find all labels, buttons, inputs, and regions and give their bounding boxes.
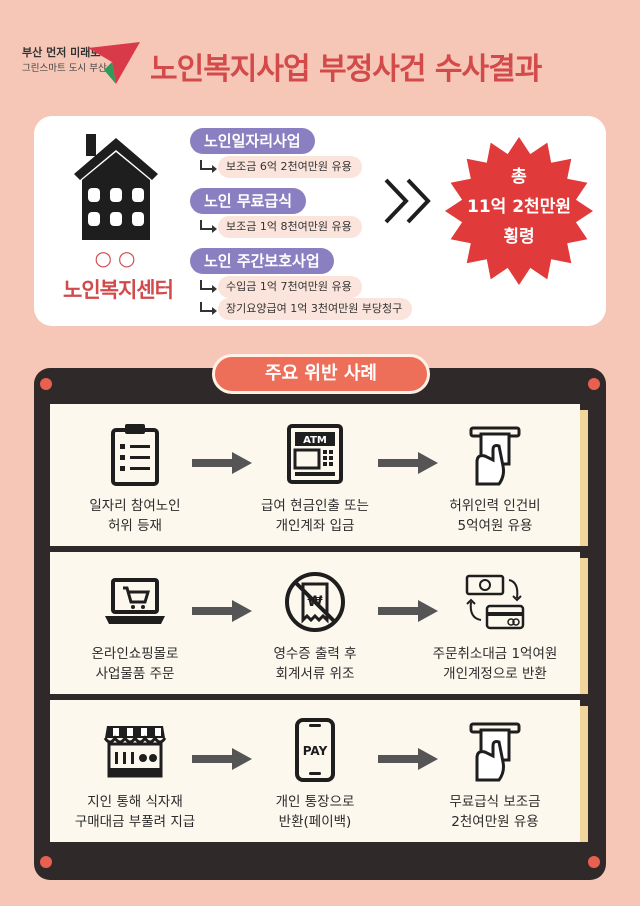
logo-line2: 그린스마트 도시 부산 [22, 63, 107, 74]
no-receipt-icon: ₩ [285, 572, 345, 632]
logo-swoosh-icon [88, 42, 140, 84]
case-step-line1: 온라인쇼핑몰로 [91, 646, 179, 662]
gray-arrow-icon [378, 600, 438, 622]
total-amount-badge: 총 11억 2천만원 횡령 [444, 162, 594, 252]
case-step-line2: 사업물품 주문 [95, 666, 175, 682]
case-step-line1: 급여 현금인출 또는 [261, 498, 369, 514]
corner-dot [588, 378, 600, 390]
center-name: 노인복지센터 [63, 278, 174, 302]
corner-dot [588, 856, 600, 868]
case-step-line1: 지인 통해 식자재 [87, 794, 183, 810]
cases-tab-title: 주요 위반 사례 [212, 354, 430, 394]
case-step-line2: 개인계좌 입금 [275, 518, 355, 534]
program-sub-meal: 보조금 1억 8천여만원 유용 [218, 216, 362, 238]
double-chevron-icon [384, 178, 431, 224]
program-label-job: 노인일자리사업 [190, 128, 315, 154]
sub-arrow-icon [200, 302, 217, 315]
total-line2: 11억 2천만원 [467, 197, 571, 217]
case-step-line2: 허위 등재 [108, 518, 162, 534]
case-step-line1: 허위인력 인건비 [449, 498, 541, 514]
market-stall-icon [103, 726, 167, 778]
cash-withdraw-icon [469, 722, 521, 782]
starburst-badge [445, 137, 593, 285]
sub-arrow-icon [200, 220, 217, 233]
case-step-line2: 5억여원 유용 [457, 518, 533, 534]
case-step-line1: 주문취소대금 1억여원 [432, 646, 558, 662]
program-label-meal: 노인 무료급식 [190, 188, 307, 214]
case-step-line2: 회계서류 위조 [275, 666, 355, 682]
total-line3: 횡령 [503, 227, 535, 247]
clipboard-icon [111, 424, 159, 486]
case-step-line1: 개인 통장으로 [275, 794, 355, 810]
case-step-line2: 반환(페이백) [278, 814, 352, 830]
corner-dot [40, 378, 52, 390]
building-icon [74, 134, 158, 240]
case-step-line1: 영수증 출력 후 [273, 646, 357, 662]
atm-icon: ATM [287, 424, 343, 484]
sub-arrow-icon [200, 280, 217, 293]
laptop-cart-icon [105, 578, 165, 624]
pay-text: PAY [303, 744, 328, 758]
case-step-line1: 일자리 참여노인 [89, 498, 181, 514]
case-step-line2: 개인계정으로 반환 [443, 666, 547, 682]
atm-text: ATM [303, 435, 327, 446]
program-label-daycare: 노인 주간보호사업 [190, 248, 334, 274]
case-step: 무료급식 보조금 2천여만원 유용 [410, 700, 580, 842]
corner-dot [40, 856, 52, 868]
case-step-line2: 구매대금 부풀려 지급 [74, 814, 196, 830]
refund-card-icon [465, 574, 525, 630]
program-sub-daycare-1: 수입금 1억 7천여만원 유용 [218, 276, 362, 298]
logo-line1: 부산 먼저 미래로 [22, 46, 101, 59]
gray-arrow-icon [192, 748, 252, 770]
cash-withdraw-icon [469, 426, 521, 486]
gray-arrow-icon [378, 748, 438, 770]
center-mark: ○○ [94, 246, 142, 270]
gray-arrow-icon [378, 452, 438, 474]
program-sub-job: 보조금 6억 2천여만원 유용 [218, 156, 362, 178]
case-step-line2: 2천여만원 유용 [451, 814, 539, 830]
gray-arrow-icon [192, 452, 252, 474]
gray-arrow-icon [192, 600, 252, 622]
case-step-line1: 무료급식 보조금 [449, 794, 541, 810]
total-line1: 총 [511, 167, 527, 187]
program-sub-daycare-2: 장기요양급여 1억 3천여만원 부당청구 [218, 298, 413, 320]
page-title: 노인복지사업 부정사건 수사결과 [150, 52, 542, 87]
sub-arrow-icon [200, 160, 217, 173]
case-step: 허위인력 인건비 5억여원 유용 [410, 404, 580, 546]
phone-pay-icon: PAY [295, 718, 335, 782]
